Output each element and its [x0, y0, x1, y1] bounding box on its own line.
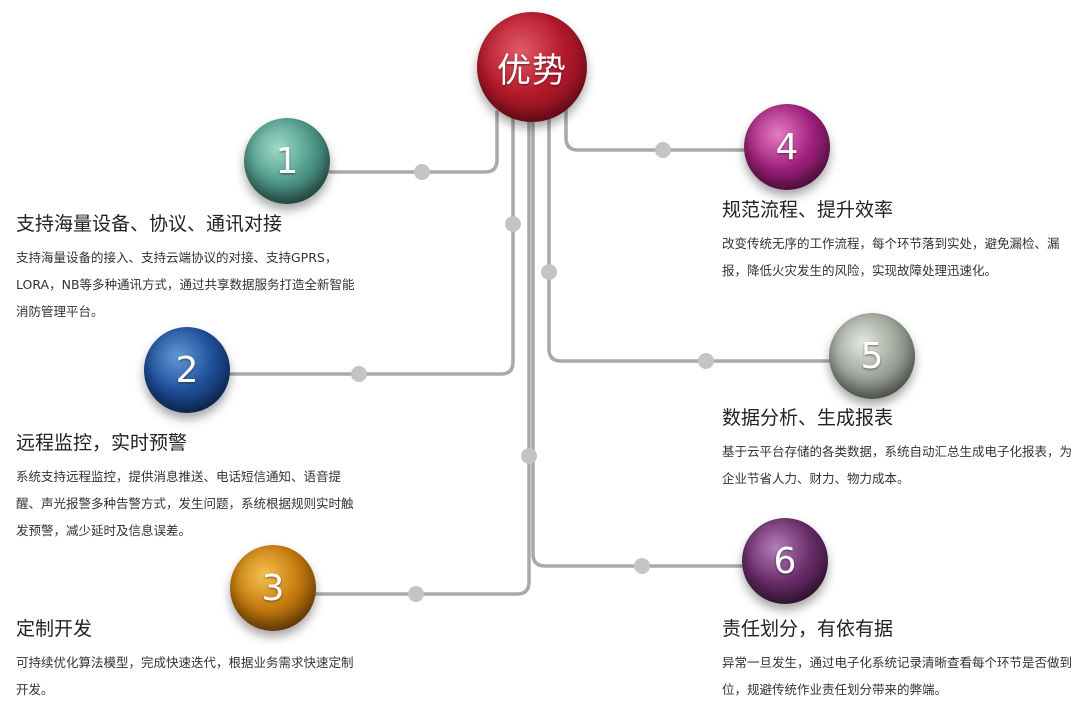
connector-2: [228, 114, 515, 376]
connector-node: [634, 558, 650, 574]
connector-node: [698, 353, 714, 369]
badge-number: 4: [775, 126, 799, 168]
advantage-description: 改变传统无序的工作流程，每个环节落到实处，避免漏检、漏报，降低火灾发生的风险，实…: [722, 236, 1060, 278]
connector-node: [414, 164, 430, 180]
advantage-description: 可持续优化算法模型，完成快速迭代，根据业务需求快速定制开发。: [16, 655, 354, 697]
advantage-title: 责任划分，有依有据: [722, 618, 894, 640]
connector-node: [541, 264, 557, 280]
connector-node: [655, 142, 671, 158]
badge-number: 1: [275, 140, 299, 182]
connector-1: [328, 110, 499, 174]
badge-number: 6: [773, 540, 797, 582]
connector-node: [505, 216, 521, 232]
connector-5: [547, 114, 831, 363]
number-badge-4: 4: [744, 104, 830, 190]
advantage-description: 支持海量设备的接入、支持云端协议的对接、支持GPRS，LORA，NB等多种通讯方…: [16, 250, 355, 319]
advantage-description: 系统支持远程监控，提供消息推送、电话短信通知、语音提醒、声光报警多种告警方式，发…: [16, 469, 354, 538]
number-badge-1: 1: [244, 118, 330, 204]
connector-node: [521, 448, 537, 464]
advantage-description: 异常一旦发生，通过电子化系统记录清晰查看每个环节是否做到位，规避传统作业责任划分…: [722, 655, 1073, 697]
connector-node: [408, 586, 424, 602]
number-badge-6: 6: [742, 518, 828, 604]
number-badge-5: 5: [829, 313, 915, 399]
advantage-block-4: 规范流程、提升效率 改变传统无序的工作流程，每个环节落到实处，避免漏检、漏报，降…: [722, 195, 1072, 284]
connector-6: [531, 116, 744, 568]
connector-node: [351, 366, 367, 382]
hub-label: 优势: [497, 50, 567, 91]
advantage-title: 数据分析、生成报表: [722, 407, 894, 429]
advantage-block-1: 支持海量设备、协议、通讯对接 支持海量设备的接入、支持云端协议的对接、支持GPR…: [16, 209, 361, 325]
advantage-block-6: 责任划分，有依有据 异常一旦发生，通过电子化系统记录清晰查看每个环节是否做到位，…: [722, 614, 1072, 703]
connector-4: [564, 108, 746, 152]
advantage-title: 支持海量设备、协议、通讯对接: [16, 213, 283, 235]
advantage-title: 定制开发: [16, 618, 93, 640]
advantage-title: 远程监控，实时预警: [16, 432, 188, 454]
number-badge-2: 2: [144, 327, 230, 413]
advantage-title: 规范流程、提升效率: [722, 199, 894, 221]
advantage-block-2: 远程监控，实时预警 系统支持远程监控，提供消息推送、电话短信通知、语音提醒、声光…: [16, 428, 361, 544]
connector-3: [314, 116, 531, 596]
badge-number: 3: [261, 567, 285, 609]
number-badge-3: 3: [230, 545, 316, 631]
advantage-block-5: 数据分析、生成报表 基于云平台存储的各类数据，系统自动汇总生成电子化报表，为企业…: [722, 403, 1072, 492]
advantage-block-3: 定制开发 可持续优化算法模型，完成快速迭代，根据业务需求快速定制开发。: [16, 614, 361, 703]
hub-circle-advantage: 优势: [477, 12, 587, 122]
advantage-description: 基于云平台存储的各类数据，系统自动汇总生成电子化报表，为企业节省人力、财力、物力…: [722, 444, 1073, 486]
badge-number: 2: [175, 349, 199, 391]
badge-number: 5: [860, 335, 884, 377]
